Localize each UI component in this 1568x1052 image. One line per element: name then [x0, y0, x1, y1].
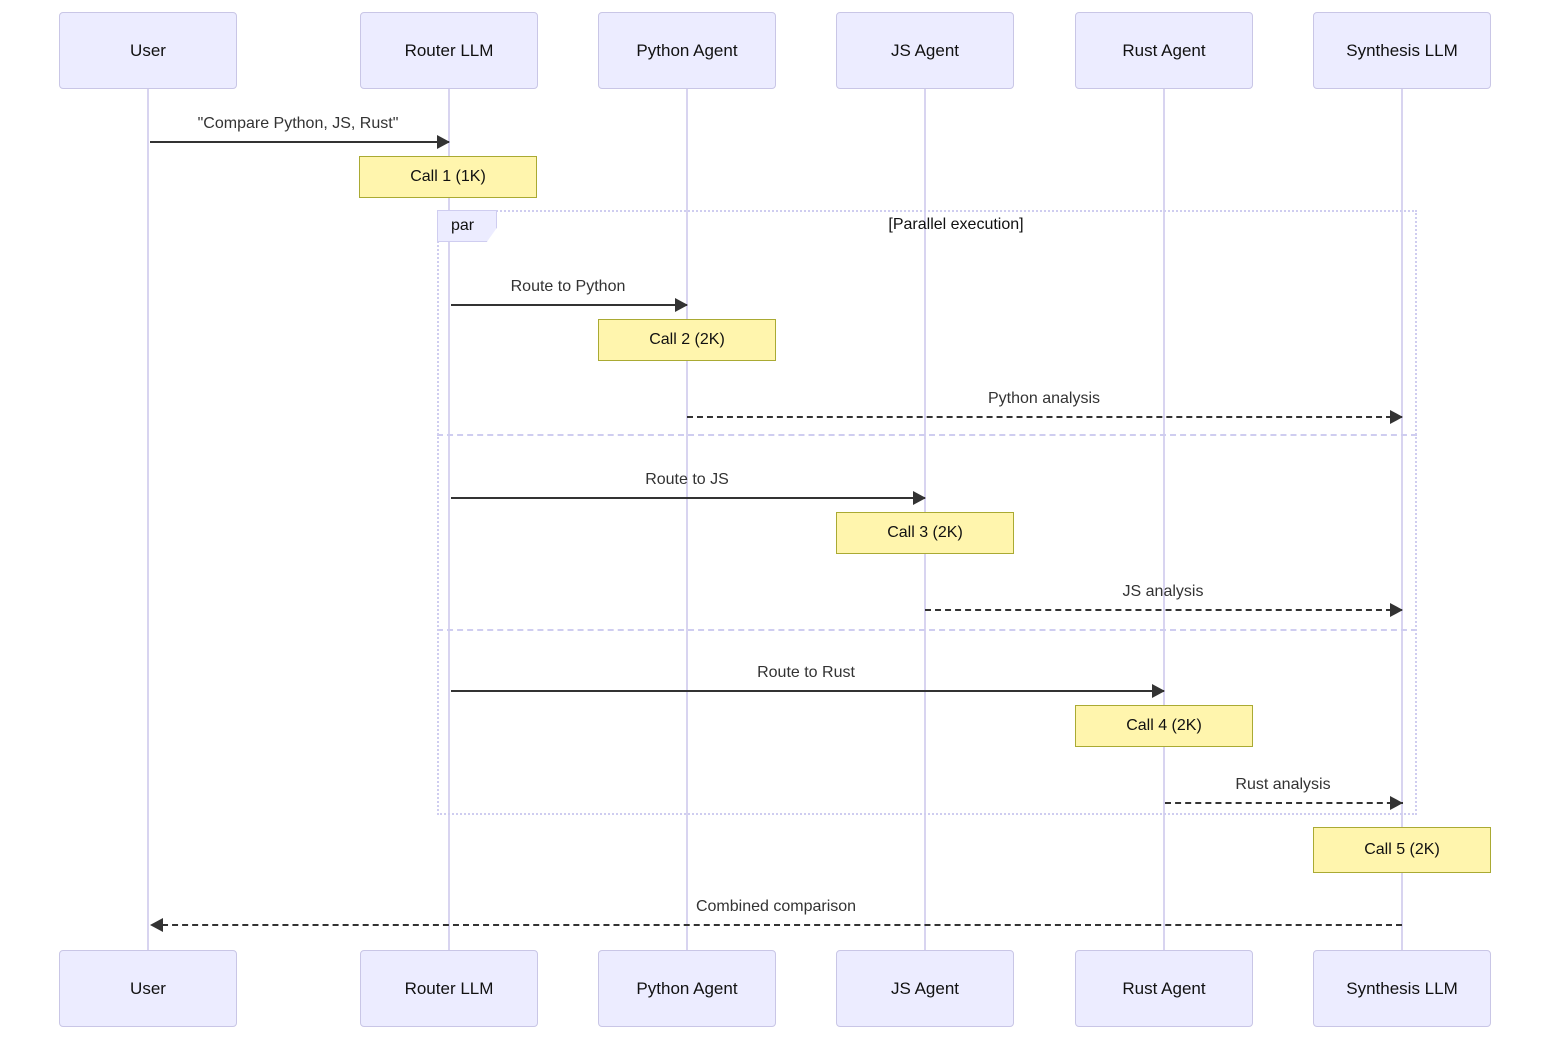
lifeline-rust: [1163, 89, 1165, 950]
note-call-2: Call 2 (2K): [598, 319, 776, 361]
message-label: JS analysis: [1122, 583, 1204, 600]
actor-bottom-python: Python Agent: [598, 950, 776, 1027]
par-divider: [437, 629, 1417, 631]
actor-bottom-synthesis: Synthesis LLM: [1313, 950, 1491, 1027]
lifeline-user: [147, 89, 149, 950]
lifeline-router: [448, 89, 450, 950]
par-divider: [437, 434, 1417, 436]
note-call-4: Call 4 (2K): [1075, 705, 1253, 747]
note-call-1: Call 1 (1K): [359, 156, 537, 198]
arrowhead: [1152, 684, 1165, 698]
message-line: [925, 609, 1402, 611]
arrowhead: [150, 918, 163, 932]
actor-top-user: User: [59, 12, 237, 89]
note-call-3: Call 3 (2K): [836, 512, 1014, 554]
message-label: Route to JS: [645, 471, 729, 488]
actor-top-rust: Rust Agent: [1075, 12, 1253, 89]
message-label: Rust analysis: [1235, 776, 1331, 793]
message-line: [687, 416, 1402, 418]
message-label: "Compare Python, JS, Rust": [197, 115, 399, 132]
message-label: Route to Rust: [757, 664, 855, 681]
par-label: par: [437, 210, 497, 242]
message-line: [150, 141, 449, 143]
actor-bottom-js: JS Agent: [836, 950, 1014, 1027]
message-line: [152, 924, 1402, 926]
message-line: [451, 304, 687, 306]
message-line: [1165, 802, 1403, 804]
par-frame: [437, 210, 1417, 815]
message-label: Route to Python: [510, 278, 626, 295]
arrowhead: [1390, 410, 1403, 424]
lifeline-python: [686, 89, 688, 950]
arrowhead: [675, 298, 688, 312]
arrowhead: [913, 491, 926, 505]
note-call-5: Call 5 (2K): [1313, 827, 1491, 873]
arrowhead: [1390, 796, 1403, 810]
message-line: [451, 497, 925, 499]
message-line: [451, 690, 1164, 692]
actor-top-js: JS Agent: [836, 12, 1014, 89]
actor-bottom-router: Router LLM: [360, 950, 538, 1027]
actor-bottom-user: User: [59, 950, 237, 1027]
message-label: Combined comparison: [695, 898, 857, 915]
par-title: [Parallel execution]: [888, 216, 1024, 233]
actor-bottom-rust: Rust Agent: [1075, 950, 1253, 1027]
actor-top-synthesis: Synthesis LLM: [1313, 12, 1491, 89]
message-label: Python analysis: [987, 390, 1101, 407]
arrowhead: [1390, 603, 1403, 617]
actor-top-router: Router LLM: [360, 12, 538, 89]
arrowhead: [437, 135, 450, 149]
actor-top-python: Python Agent: [598, 12, 776, 89]
lifeline-synthesis: [1401, 89, 1403, 950]
